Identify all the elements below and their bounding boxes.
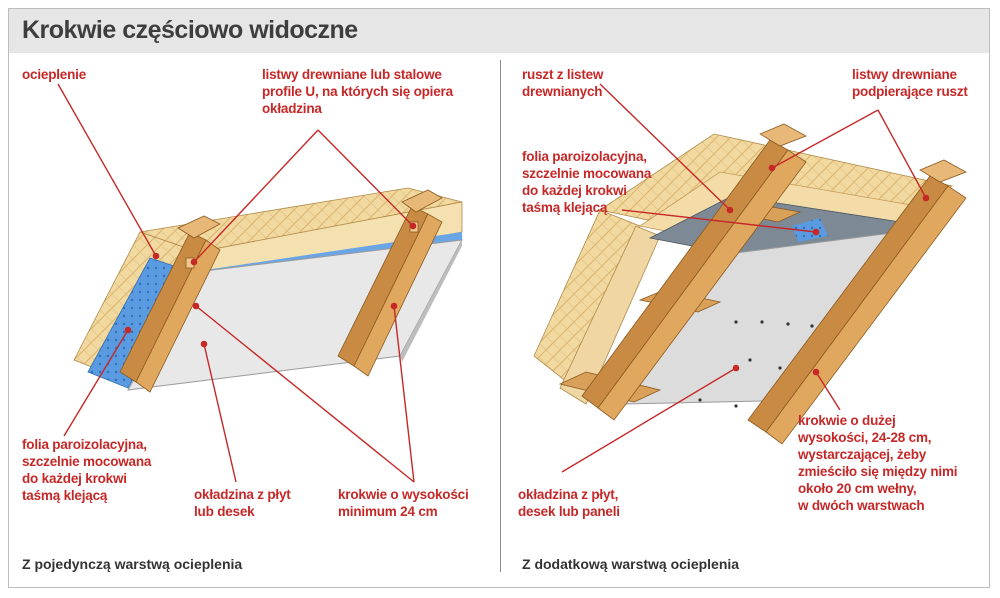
label-rafters-right: krokwie o dużej wysokości, 24-28 cm, wys… (798, 413, 958, 513)
label-cladding-left: okładzina z płyt lub desek (194, 487, 291, 519)
label-battens: listwy drewniane lub stalowe profile U, … (262, 67, 453, 116)
right-rafter-1-top (759, 123, 807, 147)
panel-divider (500, 60, 501, 572)
caption-left: Z pojedynczą warstwą ocieplenia (22, 556, 243, 572)
left-rafter-1-front (135, 239, 221, 393)
label-rafters-left: krokwie o wysokości minimum 24 cm (338, 487, 469, 519)
label-insulation: ocieplenie (22, 67, 87, 82)
label-vapor-foil-right: folia paroizolacyjna, szczelnie mocowana… (522, 149, 652, 215)
left-leader-lines (57, 83, 417, 483)
right-assembly (533, 123, 967, 445)
figure-frame (8, 8, 990, 588)
right-rafter-1-front (597, 149, 807, 421)
figure-title: Krokwie częściowo widoczne (22, 16, 358, 44)
left-board-edge (400, 240, 462, 362)
right-leader-lines (561, 83, 930, 473)
right-rafter-2-top (919, 159, 967, 183)
title-bar (9, 9, 989, 53)
caption-right: Z dodatkową warstwą ocieplenia (522, 556, 740, 572)
left-assembly (73, 187, 463, 393)
label-cladding-right: okładzina z płyt, desek lub paneli (518, 487, 620, 519)
left-rafter-2-top (401, 189, 443, 213)
label-vapor-foil-left: folia paroizolacyjna, szczelnie mocowana… (22, 437, 152, 503)
left-rafter-2-front (353, 213, 443, 377)
label-grid: ruszt z listew drewnianych (522, 67, 604, 99)
right-vapor-foil-tape (792, 218, 828, 242)
right-rafter-2-front (765, 185, 967, 445)
left-rafter-1-top (177, 215, 221, 239)
label-support-battens: listwy drewniane podpierające ruszt (852, 67, 968, 99)
